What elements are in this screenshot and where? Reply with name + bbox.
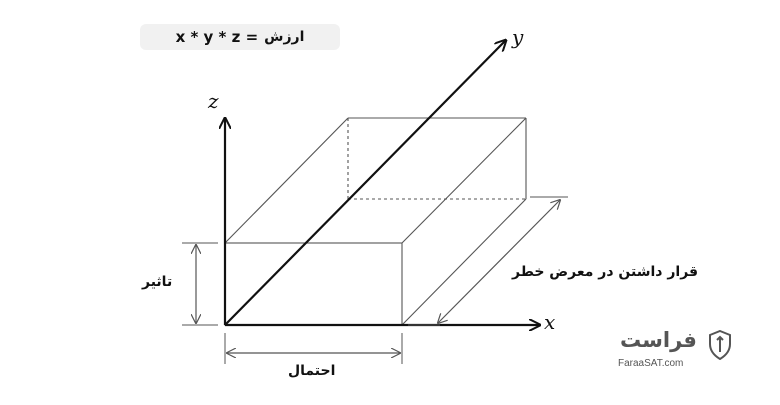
shield-icon <box>709 330 731 360</box>
formula-box: x * y * z = ارزش <box>140 24 340 50</box>
logo-site: FaraaSAT.com <box>618 358 684 369</box>
box-top-left-edge <box>224 117 349 244</box>
logo-name: فراست <box>620 328 697 352</box>
exposure-dimension-arrow <box>438 200 560 323</box>
y-axis-label: y <box>512 25 524 49</box>
y-axis <box>224 40 506 326</box>
box-bottom-right-edge <box>401 198 527 326</box>
x-axis-label: x <box>544 310 556 334</box>
box-front-face <box>224 242 403 326</box>
formula-label: ارزش <box>264 29 305 45</box>
box-top-right-edge <box>401 117 527 244</box>
impact-label: تاثیر <box>142 274 173 290</box>
faraasat-logo: فراست FaraaSAT.com <box>614 328 734 376</box>
z-axis-label: z <box>208 89 219 113</box>
exposure-label: قرار داشتن در معرض خطر <box>512 264 699 280</box>
probability-label: احتمال <box>288 363 336 379</box>
formula-expression: x * y * z = <box>175 28 259 46</box>
